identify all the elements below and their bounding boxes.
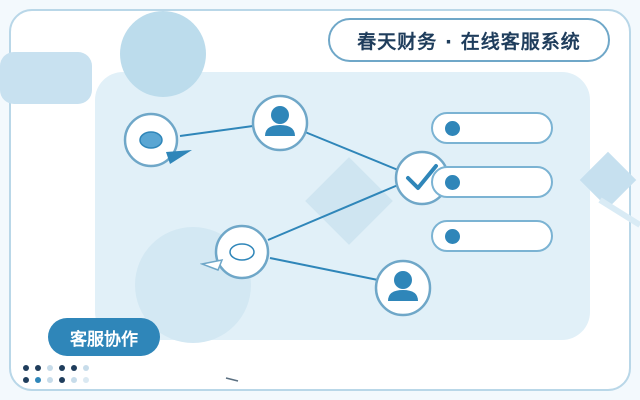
chat-bubble-icon — [200, 224, 270, 280]
dot-icon — [445, 175, 460, 190]
connection-lines — [179, 125, 399, 281]
dot-icon — [445, 229, 460, 244]
chat-bubble-icon — [123, 112, 192, 168]
user-icon — [374, 259, 432, 317]
dot-icon — [445, 121, 460, 136]
user-icon — [251, 94, 309, 152]
section-badge: 客服协作 — [48, 318, 160, 356]
deco-diamond-center — [305, 157, 393, 245]
small-dash — [225, 377, 239, 382]
deco-circle-top — [120, 11, 206, 97]
dot-grid — [23, 365, 89, 383]
list-item — [431, 166, 553, 198]
page-title: 春天财务 · 在线客服系统 — [328, 18, 610, 62]
left-tab-shape — [0, 52, 92, 104]
list-item — [431, 220, 553, 252]
list-item — [431, 112, 553, 144]
deco-stripe — [598, 197, 640, 228]
